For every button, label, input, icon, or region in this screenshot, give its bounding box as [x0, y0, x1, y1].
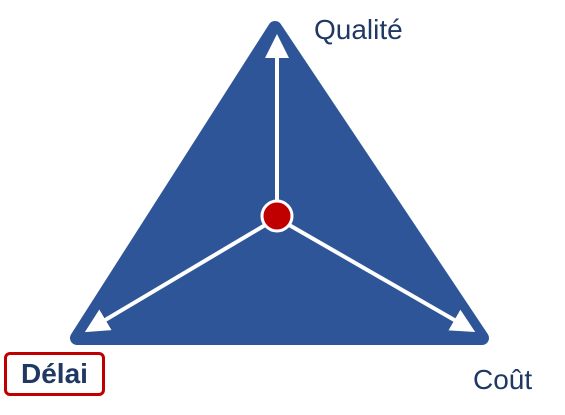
label-cout: Coût	[473, 364, 533, 395]
arrow-to-cout	[276, 216, 476, 332]
center-dot	[260, 199, 294, 233]
arrow-to-delai	[84, 216, 279, 333]
label-qualite: Qualité	[314, 14, 403, 45]
label-delai-highlighted: Délai	[4, 352, 105, 396]
triangle	[70, 21, 489, 345]
